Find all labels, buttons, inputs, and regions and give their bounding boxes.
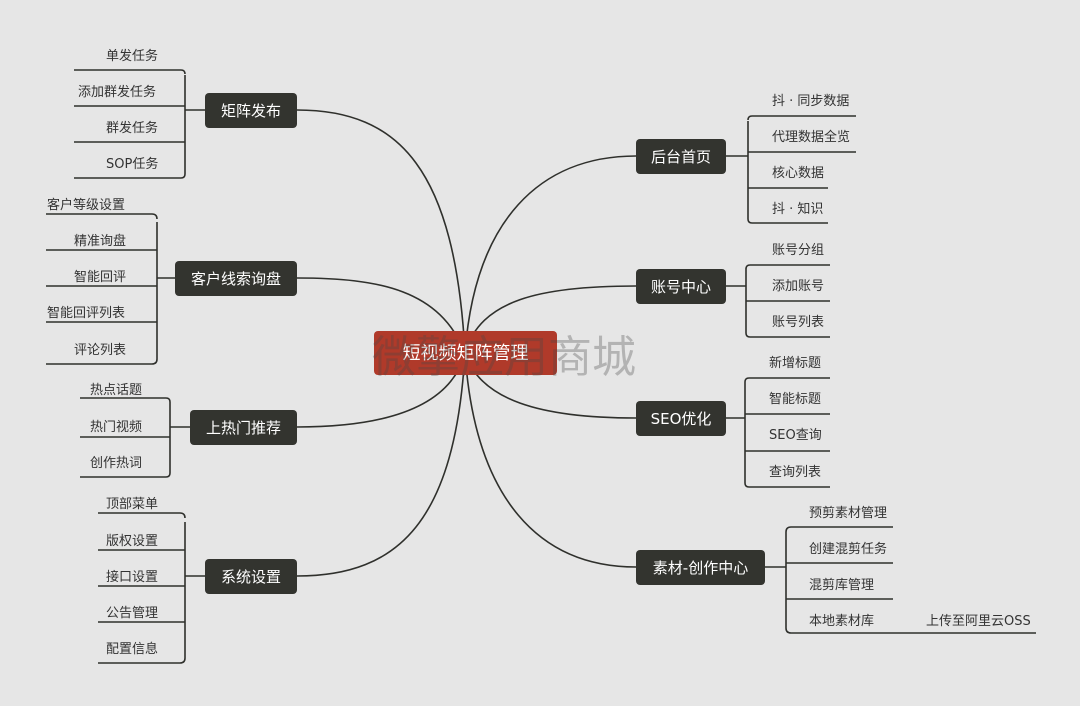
center-node[interactable]: 短视频矩阵管理 xyxy=(374,331,557,375)
branch-right-1[interactable]: 账号中心 xyxy=(636,269,726,304)
leaf-item[interactable]: 账号分组 xyxy=(772,243,824,258)
leaf-item[interactable]: 智能回评 xyxy=(74,270,126,285)
leaf-sub-item[interactable]: 上传至阿里云OSS xyxy=(926,614,1031,629)
leaf-item[interactable]: 客户等级设置 xyxy=(47,197,125,213)
leaf-item[interactable]: 代理数据全览 xyxy=(772,129,850,145)
branch-left-2[interactable]: 上热门推荐 xyxy=(190,410,297,445)
leaf-item[interactable]: 单发任务 xyxy=(106,48,158,64)
branch-left-0[interactable]: 矩阵发布 xyxy=(205,93,297,128)
leaf-item[interactable]: 账号列表 xyxy=(772,315,824,330)
leaf-item[interactable]: 抖 · 知识 xyxy=(772,201,823,217)
branch-box xyxy=(190,410,297,445)
leaf-item[interactable]: 版权设置 xyxy=(106,533,158,549)
branch-box xyxy=(175,261,297,296)
branch-label: 素材-创作中心 xyxy=(653,559,748,577)
branch-label: 矩阵发布 xyxy=(221,102,281,120)
bracket-right-1 xyxy=(726,264,830,338)
branch-right-2[interactable]: SEO优化 xyxy=(636,401,726,436)
line-center-left-0 xyxy=(296,109,466,354)
branch-label: 后台首页 xyxy=(651,148,711,166)
leaf-item[interactable]: 智能回评列表 xyxy=(47,306,125,321)
line-center-left-3 xyxy=(296,352,466,577)
leaf-item[interactable]: 智能标题 xyxy=(769,392,821,407)
bracket-left-0 xyxy=(74,69,205,179)
branch-right-3[interactable]: 素材-创作中心 xyxy=(636,550,765,585)
bracket-left-1 xyxy=(46,213,175,365)
leaf-item[interactable]: 抖 · 同步数据 xyxy=(772,94,849,109)
branch-box xyxy=(205,93,297,128)
bracket-right-3 xyxy=(765,526,1036,634)
leaves-right-1: 账号分组 添加账号 账号列表 xyxy=(772,243,824,330)
branch-label: 客户线索询盘 xyxy=(191,270,281,288)
bracket-right-2 xyxy=(726,377,830,488)
branch-box xyxy=(636,269,726,304)
branch-label: 账号中心 xyxy=(651,278,711,296)
branch-label: SEO优化 xyxy=(651,410,712,428)
bracket-left-2 xyxy=(80,397,190,478)
leaf-item[interactable]: 新增标题 xyxy=(769,355,821,371)
leaf-item[interactable]: 配置信息 xyxy=(106,641,158,657)
leaf-item[interactable]: 精准询盘 xyxy=(74,233,126,249)
leaves-left-3: 顶部菜单 版权设置 接口设置 公告管理 配置信息 xyxy=(106,497,158,657)
bracket-left-3 xyxy=(98,512,205,664)
branch-left-3[interactable]: 系统设置 xyxy=(205,559,297,594)
branch-box xyxy=(636,401,726,436)
branch-label: 上热门推荐 xyxy=(206,419,281,437)
leaf-item[interactable]: 接口设置 xyxy=(106,569,158,585)
leaf-item[interactable]: 混剪库管理 xyxy=(809,577,874,593)
branch-box xyxy=(636,139,726,174)
leaf-item[interactable]: 热门视频 xyxy=(90,420,142,435)
line-center-right-0 xyxy=(464,155,637,354)
leaves-left-2: 热点话题 热门视频 创作热词 xyxy=(90,383,142,471)
leaves-right-2: 新增标题 智能标题 SEO查询 查询列表 xyxy=(769,355,822,480)
leaf-item[interactable]: 核心数据 xyxy=(772,166,824,181)
leaves-left-0: 单发任务 添加群发任务 群发任务 SOP任务 xyxy=(78,48,158,172)
leaf-item[interactable]: 评论列表 xyxy=(74,343,126,358)
center-node-label: 短视频矩阵管理 xyxy=(403,343,529,364)
branch-right-0[interactable]: 后台首页 xyxy=(636,139,726,174)
leaf-item[interactable]: 添加群发任务 xyxy=(78,84,156,100)
leaf-item[interactable]: 顶部菜单 xyxy=(106,497,158,512)
watermark-text: 微擎应用商城 xyxy=(372,332,636,383)
leaf-item[interactable]: 创作热词 xyxy=(90,456,142,471)
line-center-right-3 xyxy=(464,352,637,568)
bracket-right-0 xyxy=(726,115,856,224)
leaf-item[interactable]: 群发任务 xyxy=(106,120,158,136)
leaf-item[interactable]: 预剪素材管理 xyxy=(809,505,887,521)
leaves-right-0: 抖 · 同步数据 代理数据全览 核心数据 抖 · 知识 xyxy=(772,94,850,217)
branch-box xyxy=(205,559,297,594)
leaf-item[interactable]: 查询列表 xyxy=(769,465,821,480)
center-node-box xyxy=(374,331,557,375)
branch-label: 系统设置 xyxy=(221,568,281,586)
leaf-item[interactable]: 创建混剪任务 xyxy=(809,541,887,557)
branch-box xyxy=(636,550,765,585)
leaf-item[interactable]: 公告管理 xyxy=(106,606,158,621)
watermark: 微擎应用商城 xyxy=(372,332,636,383)
leaf-item[interactable]: 本地素材库 xyxy=(809,613,874,629)
leaves-right-3: 预剪素材管理 创建混剪任务 混剪库管理 本地素材库 上传至阿里云OSS xyxy=(809,505,1031,629)
leaf-item[interactable]: SOP任务 xyxy=(106,156,158,172)
leaves-left-1: 客户等级设置 精准询盘 智能回评 智能回评列表 评论列表 xyxy=(47,197,126,358)
branch-left-1[interactable]: 客户线索询盘 xyxy=(175,261,297,296)
leaf-item[interactable]: SEO查询 xyxy=(769,428,822,443)
leaf-item[interactable]: 添加账号 xyxy=(772,279,824,294)
leaf-item[interactable]: 热点话题 xyxy=(90,383,142,398)
